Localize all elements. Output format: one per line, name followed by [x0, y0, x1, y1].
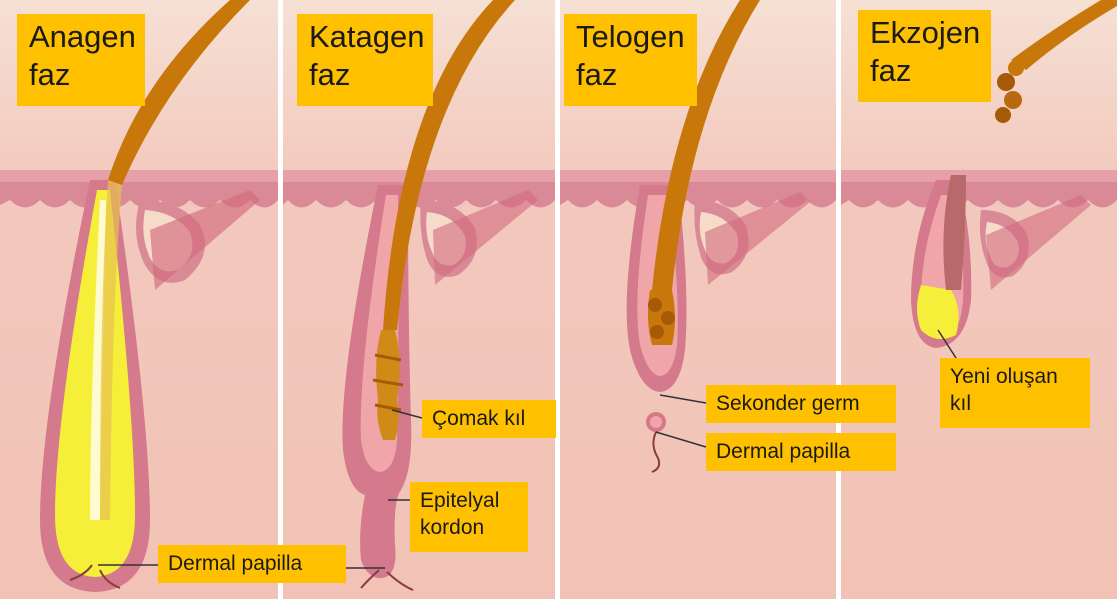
- label-new-hair-line2: kıl: [950, 390, 1080, 417]
- title-anagen-line1: Anagen: [29, 18, 135, 56]
- label-new-hair-line1: Yeni oluşan: [950, 363, 1080, 390]
- label-club-hair: Çomak kıl: [422, 400, 556, 438]
- title-anagen: Anagen faz: [17, 14, 145, 106]
- label-secondary-germ-text: Sekonder germ: [716, 390, 886, 417]
- label-telogen-dermal-papilla-text: Dermal papilla: [716, 438, 886, 465]
- title-ekzojen-line2: faz: [870, 52, 981, 90]
- label-club-hair-text: Çomak kıl: [432, 405, 546, 432]
- label-epithelial-cord-line1: Epitelyal: [420, 487, 518, 514]
- label-anagen-dermal-papilla-text: Dermal papilla: [168, 550, 336, 577]
- label-epithelial-cord-line2: kordon: [420, 514, 518, 541]
- title-anagen-line2: faz: [29, 56, 135, 94]
- label-epithelial-cord: Epitelyal kordon: [410, 482, 528, 552]
- title-ekzojen-line1: Ekzojen: [870, 14, 981, 52]
- title-telogen: Telogen faz: [564, 14, 697, 106]
- title-katagen-line2: faz: [309, 56, 423, 94]
- title-telogen-line1: Telogen: [576, 18, 687, 56]
- title-katagen: Katagen faz: [297, 14, 433, 106]
- title-ekzojen: Ekzojen faz: [858, 10, 991, 102]
- label-anagen-dermal-papilla: Dermal papilla: [158, 545, 346, 583]
- title-katagen-line1: Katagen: [309, 18, 423, 56]
- title-telogen-line2: faz: [576, 56, 687, 94]
- label-secondary-germ: Sekonder germ: [706, 385, 896, 423]
- label-new-hair: Yeni oluşan kıl: [940, 358, 1090, 428]
- label-telogen-dermal-papilla: Dermal papilla: [706, 433, 896, 471]
